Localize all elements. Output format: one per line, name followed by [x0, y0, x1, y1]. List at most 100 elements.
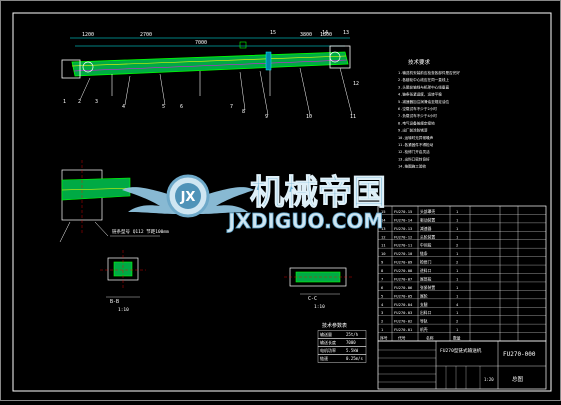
bom-cell-code: FU270-13	[394, 226, 412, 231]
bom-cell-index: 8	[381, 268, 384, 273]
bom-cell-qty: 2	[456, 260, 458, 265]
bom-cell-qty: 2	[456, 319, 458, 324]
bom-cell-code: FU270-12	[394, 234, 412, 239]
tech-req-line: 12.检修门开启灵活	[398, 149, 430, 154]
bom-cell-qty: 1	[456, 251, 459, 256]
tech-req-line: 2.各链轮中心线应在同一直线上	[398, 77, 449, 82]
spec-row-value: 25t/h	[346, 332, 359, 337]
bom-cell-index: 5	[381, 293, 383, 298]
left-side-view: 链条型号 Q112 节距100mm	[59, 160, 169, 243]
svg-text:1: 1	[63, 99, 66, 105]
spec-row-value: 0.25m/s	[346, 356, 363, 361]
dimension-label: 3800	[300, 32, 312, 38]
bom-cell-qty: 1	[456, 293, 459, 298]
dimension-label: 2700	[140, 32, 152, 38]
bom-cell-qty: 1	[456, 217, 459, 222]
bom-cell-name: 进料口	[420, 268, 432, 273]
bom-cell-code: FU270-14	[394, 217, 413, 222]
bom-cell-name: 机壳	[420, 327, 428, 332]
tech-req-line: 13.出料口密封良好	[398, 156, 430, 161]
bom-cell-name: 头轮装置	[420, 234, 435, 239]
watermark-badge: JX	[180, 190, 196, 205]
bom-cell-name: 张紧装置	[420, 285, 435, 290]
bom-cell-code: FU270-08	[394, 268, 413, 273]
top-dimension-labels: 1200 2700 7000 3800 1800	[82, 32, 332, 46]
bom-cell-qty: 1	[456, 276, 459, 281]
bom-cell-code: FU270-03	[394, 310, 412, 315]
bom-cell-index: 15	[381, 209, 386, 214]
bom-cell-qty: 1	[456, 285, 459, 290]
bom-cell-index: 12	[381, 234, 386, 239]
tech-req-line: 14.按图施工验收	[398, 164, 426, 169]
part-name: 总图	[512, 375, 524, 383]
dimension-label: 1800	[320, 32, 332, 38]
bom-cell-name: 检修门	[420, 260, 432, 265]
spec-row-value: 7000	[346, 340, 356, 345]
tech-req-line: 11.各紧固件不得松动	[398, 142, 434, 147]
drawing-number: FU270-000	[503, 351, 536, 358]
svg-text:15: 15	[270, 30, 276, 36]
bom-cell-index: 14	[381, 217, 386, 222]
bom-cell-code: FU270-04	[394, 302, 413, 307]
bom-cell-qty: 1	[456, 310, 459, 315]
bom-cell-index: 1	[381, 327, 384, 332]
bom-cell-name: 尾轮	[420, 293, 428, 298]
bom-cell-index: 4	[381, 302, 384, 307]
tech-req-line: 8.电气设备按规定接地	[398, 120, 435, 125]
section-scale-c: 1:10	[314, 304, 325, 310]
bom-cell-name: 头部罩壳	[420, 209, 435, 214]
bom-cell-code: FU270-02	[394, 319, 412, 324]
bom-cell-name: 链条	[420, 251, 428, 256]
bom-cell-code: FU270-05	[394, 293, 412, 298]
svg-text:7: 7	[230, 104, 233, 110]
title-block: FU270型链式输送机 FU270-000 总图 1:20	[377, 340, 547, 390]
svg-text:2: 2	[78, 99, 81, 105]
section-view-center: C-C 1:10	[284, 267, 354, 310]
bom-cell-qty: 1	[456, 268, 459, 273]
tech-req-line: 10.运转时无异常噪声	[398, 135, 434, 140]
svg-text:9: 9	[265, 114, 268, 120]
svg-text:11: 11	[350, 114, 356, 120]
tech-req-line: 6.空载试车不少于2小时	[398, 106, 437, 111]
svg-text:5: 5	[162, 104, 165, 110]
spec-row-label: 链速	[320, 355, 328, 361]
bom-cell-qty: 1	[456, 234, 459, 239]
dimension-label: 1200	[82, 32, 94, 38]
tech-req-line: 3.头尾轮轴线与机架中心线垂直	[398, 84, 449, 89]
tech-req-heading: 技术要求	[408, 58, 431, 66]
bom-header-cell: 序号	[380, 336, 388, 341]
bom-cell-index: 6	[381, 285, 384, 290]
svg-text:6: 6	[180, 104, 183, 110]
bom-cell-code: FU270-06	[394, 285, 413, 290]
bom-cell-code: FU270-01	[394, 327, 413, 332]
bom-cell-qty: 1	[456, 226, 459, 231]
bom-cell-name: 驱动装置	[420, 217, 435, 222]
tech-req-line: 1.输送机安装前应检查各部件是否完好	[398, 70, 460, 75]
bom-cell-code: FU270-09	[394, 260, 413, 265]
svg-text:4: 4	[122, 104, 125, 110]
bom-cell-name: 支腿	[420, 302, 428, 307]
section-label-b: B-B	[110, 299, 119, 305]
bom-cell-code: FU270-15	[394, 209, 412, 214]
tech-req-line: 9.出厂前涂防锈漆	[398, 128, 428, 133]
bom-cell-name: 尾部段	[420, 276, 432, 281]
spec-row-label: 输送长度	[320, 339, 336, 345]
bom-cell-index: 3	[381, 310, 383, 315]
spec-row-value: 5.5kW	[346, 348, 359, 353]
svg-text:12: 12	[353, 81, 359, 87]
drawing-inner-frame	[12, 12, 552, 392]
bom-cell-index: 7	[381, 276, 383, 281]
svg-text:14: 14	[322, 30, 328, 36]
chain-note: 链条型号 Q112 节距100mm	[112, 228, 169, 235]
bom-cell-index: 11	[381, 243, 386, 248]
bom-cell-code: FU270-07	[394, 276, 412, 281]
dimension-label: 7000	[195, 40, 207, 46]
bom-header-cell: 数量	[453, 336, 461, 341]
site-watermark: JX 机械帝国 JXDIGUO.COM	[122, 173, 387, 233]
bom-cell-qty: 1	[456, 209, 459, 214]
drawing-scale: 1:20	[484, 377, 494, 382]
spec-row-label: 输送量	[320, 331, 332, 337]
bom-header-cell: 名称	[426, 336, 434, 341]
